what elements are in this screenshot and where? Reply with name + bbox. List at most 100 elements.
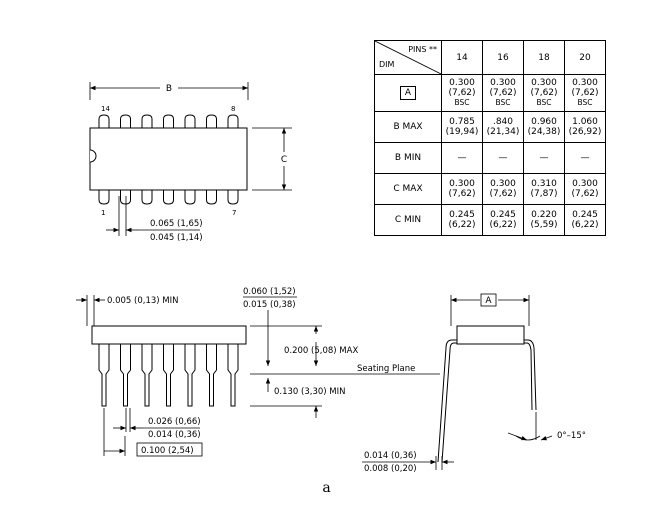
lead xyxy=(184,190,196,205)
cell-line: (24,38) xyxy=(527,127,561,137)
row-label-text: B MIN xyxy=(394,153,422,163)
lead xyxy=(120,343,131,407)
table-row: B MIN———— xyxy=(374,142,606,174)
lead xyxy=(163,190,174,205)
lead xyxy=(98,114,110,128)
pin-count-header: 18 xyxy=(523,40,565,75)
cell-line: 0.300 xyxy=(490,179,516,189)
lead xyxy=(141,114,153,128)
table-cell: 0.220(5,59) xyxy=(523,204,565,236)
lead xyxy=(184,343,196,407)
row-label-text: A xyxy=(399,86,417,100)
cell-line: 0.300 xyxy=(449,78,475,88)
cell-line: BSC xyxy=(454,98,470,107)
height-max: 0.200 (5,08) MAX xyxy=(284,346,358,356)
table-cell: 1.060(26,92) xyxy=(564,111,606,143)
lead-width-min: 0.045 (1,14) xyxy=(150,233,203,243)
pin-count-header: 14 xyxy=(441,40,483,75)
lead xyxy=(227,343,239,407)
pins-header: PINS ** xyxy=(408,45,437,54)
table-cell: 0.245(6,22) xyxy=(441,204,483,236)
top-view: B 14 8 1 7 C 0.065 (1,65) 0.045 (1,14) xyxy=(89,82,292,243)
table-cell: 0.300(7,62)BSC xyxy=(441,74,483,112)
lead xyxy=(163,114,174,128)
side-leads xyxy=(98,343,239,407)
table-row-label: C MIN xyxy=(374,204,442,236)
end-view: A 0°–15° 0.014 (0,36) 0.008 (0,20) xyxy=(362,293,586,474)
dim-b-label: B xyxy=(166,84,172,94)
cell-line: (21,34) xyxy=(486,127,520,137)
table-cell: 0.300(7,62) xyxy=(482,173,524,205)
pin-14-label: 14 xyxy=(101,105,110,113)
lead-width-max: 0.065 (1,65) xyxy=(150,219,203,229)
dim-c-label: C xyxy=(281,155,287,165)
lead xyxy=(98,190,110,205)
package-body-top xyxy=(89,127,248,191)
cell-line: 0.300 xyxy=(531,78,557,88)
lead xyxy=(98,343,110,407)
lead xyxy=(227,114,239,128)
cell-line: (19,94) xyxy=(445,127,479,137)
dim-a-label: A xyxy=(485,296,492,306)
lead xyxy=(120,190,131,205)
package-body-end xyxy=(456,325,525,345)
pin-1-label: 1 xyxy=(101,209,105,217)
cell-line: 0.300 xyxy=(449,179,475,189)
cell-line: BSC xyxy=(577,98,593,107)
cell-line: (7,62) xyxy=(489,88,517,98)
pin-8-label: 8 xyxy=(231,105,235,113)
cell-line: — xyxy=(457,153,467,163)
lead xyxy=(163,343,174,407)
cell-line: 0.245 xyxy=(572,210,598,220)
end-lead-max: 0.014 (0,36) xyxy=(364,451,417,461)
table-cell: 0.300(7,62)BSC xyxy=(564,74,606,112)
cell-line: — xyxy=(498,153,508,163)
cell-line: 0.960 xyxy=(531,117,557,127)
table-cell: 0.300(7,62) xyxy=(441,173,483,205)
lead xyxy=(141,343,153,407)
shoulder-min: 0.015 (0,38) xyxy=(243,300,296,310)
top-leads-lower xyxy=(98,190,239,205)
table-cell: 0.310(7,87) xyxy=(523,173,565,205)
cell-line: BSC xyxy=(536,98,552,107)
cell-line: 0.310 xyxy=(531,179,557,189)
table-cell: 0.300(7,62)BSC xyxy=(482,74,524,112)
cell-line: (6,22) xyxy=(489,220,517,230)
table-row-label: C MAX xyxy=(374,173,442,205)
seating-plane-label: Seating Plane xyxy=(357,364,415,374)
table-cell: 0.960(24,38) xyxy=(523,111,565,143)
top-leads-upper xyxy=(98,114,239,128)
table-cell: — xyxy=(482,142,524,174)
cell-line: 0.245 xyxy=(449,210,475,220)
lead-length-min: 0.130 (3,30) MIN xyxy=(274,387,346,397)
table-row-label: B MAX xyxy=(374,111,442,143)
row-label-text: C MAX xyxy=(393,184,423,194)
pin-count-header: 16 xyxy=(482,40,524,75)
table-cell: — xyxy=(523,142,565,174)
cell-line: (26,92) xyxy=(568,127,602,137)
cell-line: (5,59) xyxy=(530,220,558,230)
table-header-row: PINS ** DIM 14 16 18 20 xyxy=(374,40,606,75)
shoulder-max: 0.060 (1,52) xyxy=(243,287,296,297)
cell-line: (7,62) xyxy=(489,189,517,199)
pin-count-header: 20 xyxy=(564,40,606,75)
table-cell: 0.300(7,62) xyxy=(564,173,606,205)
cell-line: (7,87) xyxy=(530,189,558,199)
lead xyxy=(206,343,217,407)
figure-caption: a xyxy=(322,480,331,496)
cell-line: (7,62) xyxy=(571,189,599,199)
lead xyxy=(206,114,217,128)
table-cell: — xyxy=(441,142,483,174)
table-cell: 0.785(19,94) xyxy=(441,111,483,143)
cell-line: 0.300 xyxy=(572,78,598,88)
lead xyxy=(206,190,217,205)
angle-range: 0°–15° xyxy=(557,431,586,441)
table-cell: 0.245(6,22) xyxy=(482,204,524,236)
cell-line: .840 xyxy=(492,117,514,127)
lead-thickness-min: 0.014 (0,36) xyxy=(148,430,201,440)
cell-line: 1.060 xyxy=(572,117,598,127)
cell-line: 0.245 xyxy=(490,210,516,220)
